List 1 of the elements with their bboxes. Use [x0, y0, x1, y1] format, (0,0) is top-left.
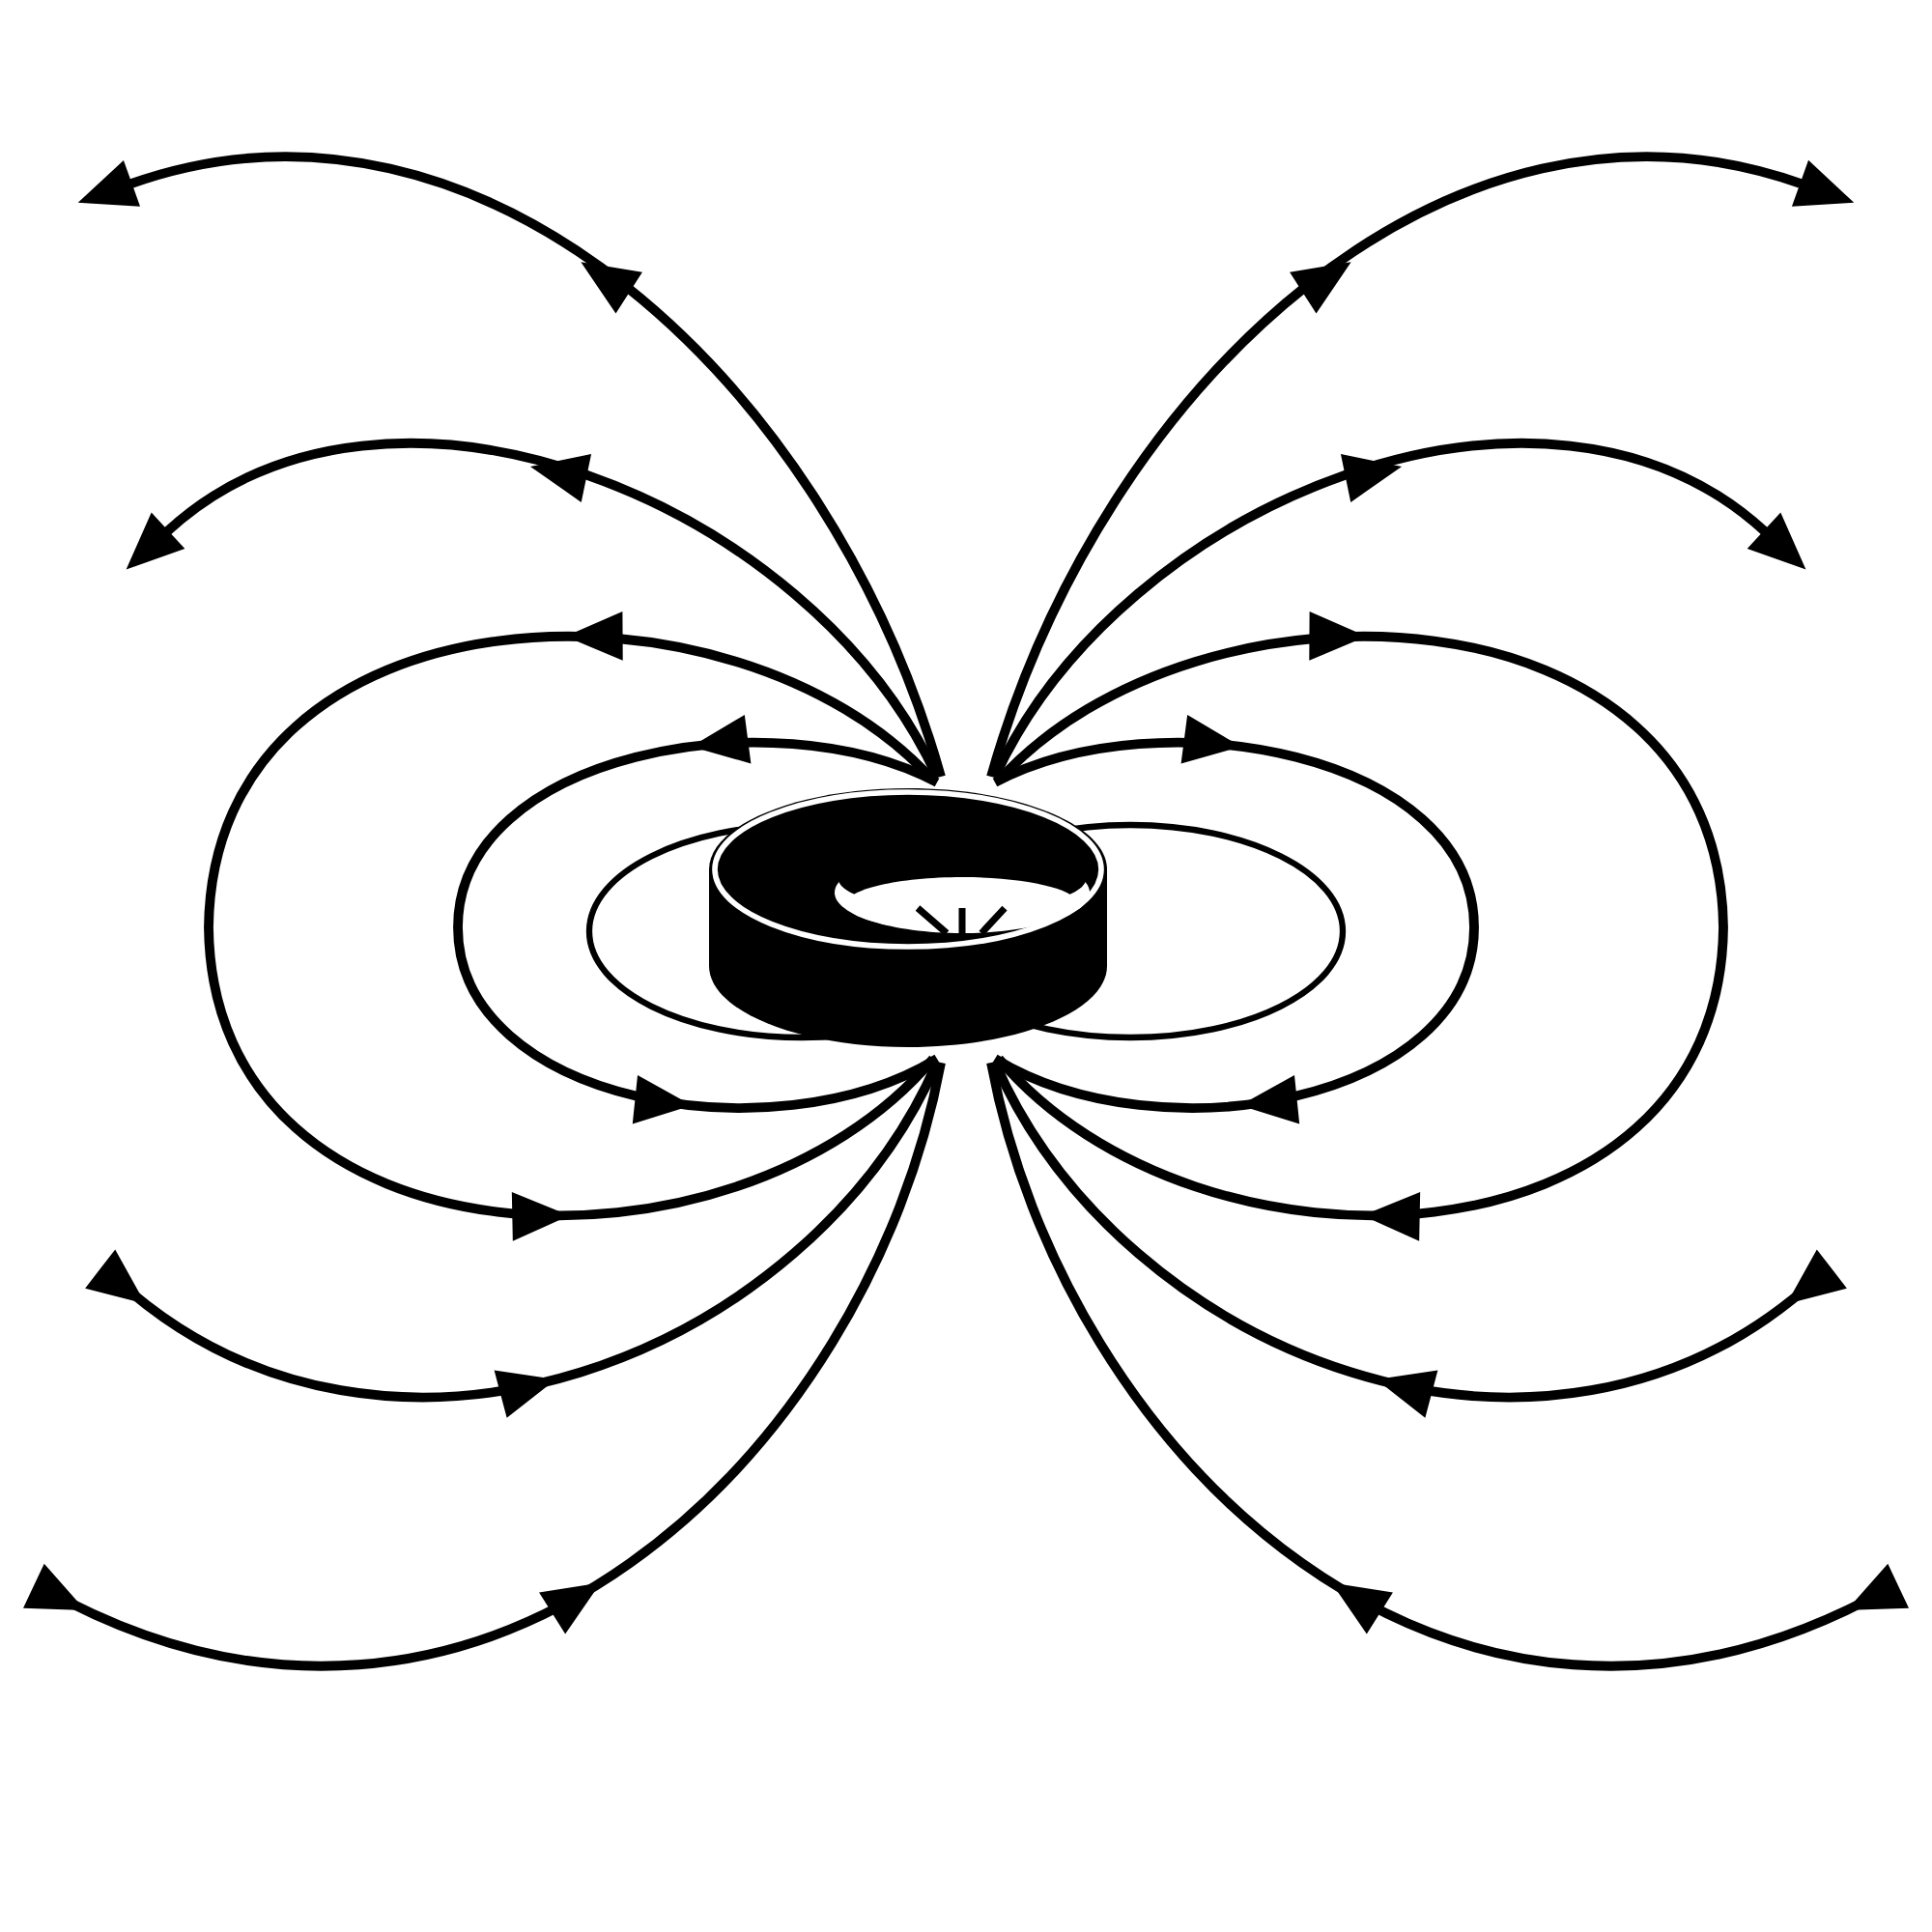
ring-magnet-drawing	[709, 788, 1107, 1048]
